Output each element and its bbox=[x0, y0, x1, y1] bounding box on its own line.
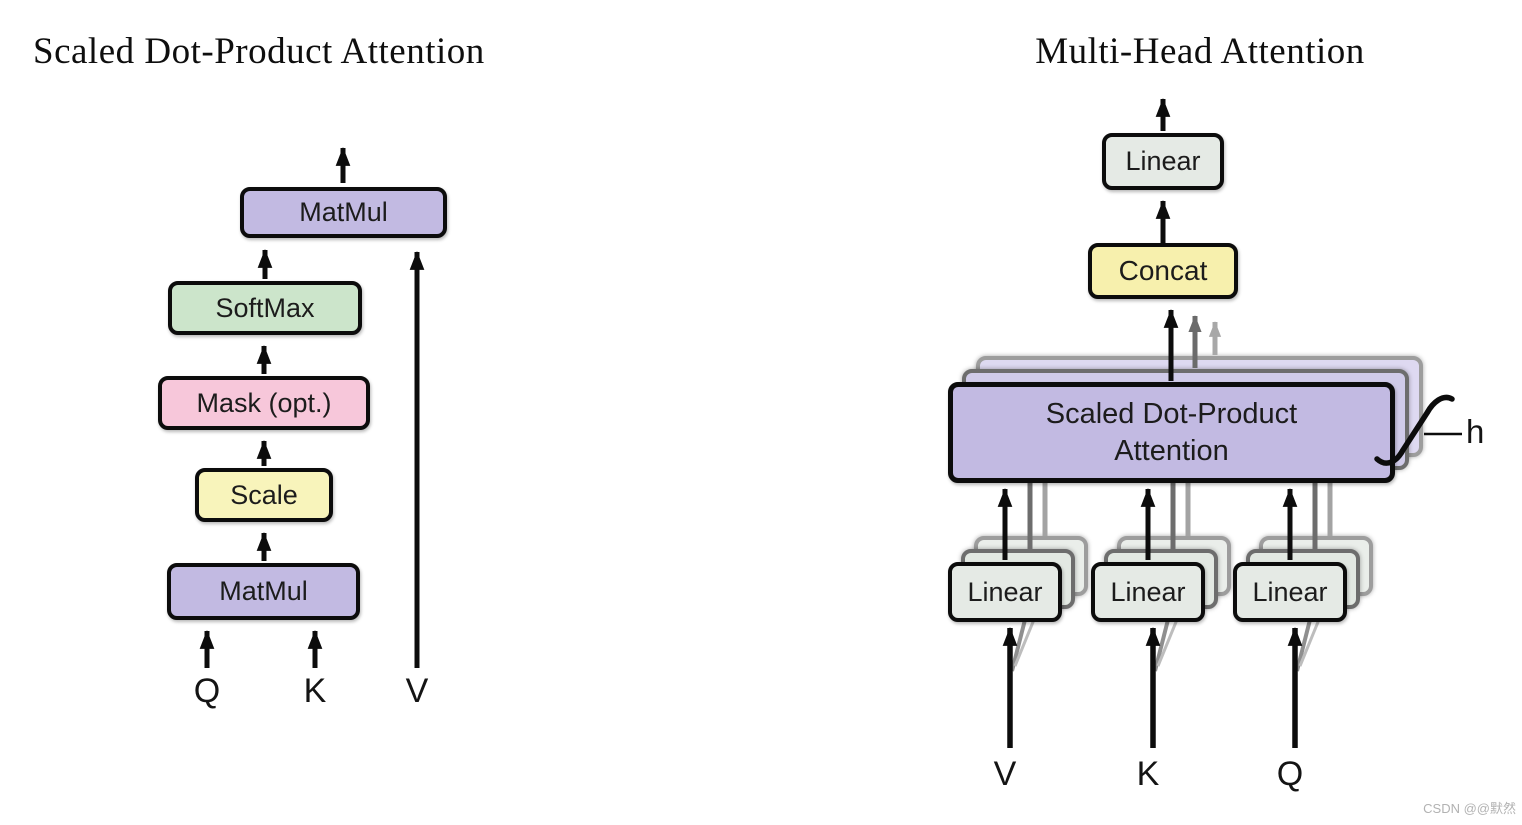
mha-sdpa-box: Scaled Dot-Product Attention bbox=[948, 382, 1395, 483]
sdpa-scale-box: Scale bbox=[195, 468, 333, 522]
mha-linear-out-box: Linear bbox=[1102, 133, 1224, 190]
mha-concat-box: Concat bbox=[1088, 243, 1238, 299]
mha-input-q-label: Q bbox=[1276, 755, 1304, 793]
mha-title: Multi-Head Attention bbox=[1035, 31, 1365, 72]
sdpa-matmul-bottom-box: MatMul bbox=[167, 563, 360, 620]
sdpa-matmul-top-box: MatMul bbox=[240, 187, 447, 238]
sdpa-input-q-label: Q bbox=[193, 672, 221, 710]
mha-heads-label: h bbox=[1466, 413, 1485, 450]
sdpa-title: Scaled Dot-Product Attention bbox=[33, 31, 485, 72]
mha-input-v-label: V bbox=[993, 755, 1017, 793]
mha-input-k-label: K bbox=[1136, 755, 1160, 793]
sdpa-input-k-label: K bbox=[303, 672, 327, 710]
mha-sdpa-box-line2: Attention bbox=[1114, 434, 1229, 467]
sdpa-mask-box: Mask (opt.) bbox=[158, 376, 370, 430]
watermark-text: CSDN @@默然 bbox=[1423, 801, 1516, 816]
mha-linear-q-box: Linear bbox=[1233, 562, 1347, 622]
mha-linear-k-box: Linear bbox=[1091, 562, 1205, 622]
mha-sdpa-box-line1: Scaled Dot-Product bbox=[1045, 397, 1298, 430]
mha-linear-v-box: Linear bbox=[948, 562, 1062, 622]
sdpa-input-v-label: V bbox=[405, 672, 429, 710]
sdpa-softmax-box: SoftMax bbox=[168, 281, 362, 335]
